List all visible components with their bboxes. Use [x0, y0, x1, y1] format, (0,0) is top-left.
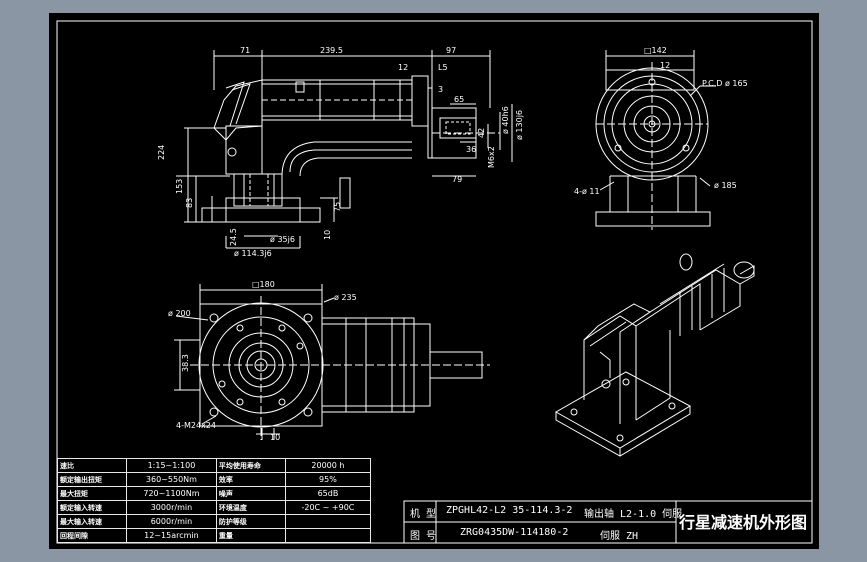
spec-value: -20C ~ +90C: [284, 500, 372, 515]
spec-value: [284, 528, 372, 543]
dim-65: 65: [454, 95, 464, 104]
label-model: 机 型: [410, 509, 437, 520]
dim-box142: □142: [644, 46, 667, 55]
spec-key: 最大扭矩: [56, 486, 128, 501]
dim-153: 153: [175, 179, 184, 194]
dim-pcd: P.C.D ø 165: [702, 79, 748, 88]
dim-phi35: ø 35j6: [270, 235, 295, 244]
dim-38-3: 38.3: [181, 354, 190, 372]
front-view: [176, 50, 513, 249]
spec-key: 重量: [215, 528, 286, 543]
top-view: [174, 284, 490, 440]
spec-key: 回程间隙: [56, 528, 128, 543]
dim-phi114: ø 114.3j6: [234, 249, 272, 258]
spec-key: 噪声: [215, 486, 286, 501]
spec-value: [284, 514, 372, 529]
dim-71: 71: [240, 46, 250, 55]
drawing-title: 行星减速机外形图: [679, 513, 808, 532]
dim-phi200: ø 200: [168, 309, 191, 318]
spec-key: 防护等级: [215, 514, 286, 529]
spec-value: 1:15~1:100: [126, 458, 217, 473]
title-block-lines: [403, 500, 813, 544]
dim-15: L5: [438, 63, 448, 72]
spec-key: 环境温度: [215, 500, 286, 515]
dim-75: 75: [333, 202, 342, 212]
dim-239-5: 239.5: [320, 46, 343, 55]
dim-12: 12: [398, 63, 408, 72]
spec-value: 3000r/min: [126, 500, 217, 515]
dim-36: 36: [466, 145, 476, 154]
dim-phi130: ø 130j6: [515, 110, 524, 140]
dim-3: 3: [438, 85, 443, 94]
spec-value: 720~1100Nm: [126, 486, 217, 501]
spec-value: 95%: [284, 472, 372, 487]
model-top-suffix: 输出轴 L2-1.0 伺服: [584, 509, 683, 520]
spec-key: 效率: [215, 472, 286, 487]
isometric-view: [554, 253, 755, 457]
spec-key: 速比: [56, 458, 128, 473]
dim-phi40: ø 40h6: [501, 106, 510, 134]
side-view: [595, 50, 716, 230]
dim-m6x2: M6x2: [487, 146, 496, 168]
spec-value: 12~15arcmin: [126, 528, 217, 543]
dim-79: 79: [452, 175, 462, 184]
dim-12b: 12: [660, 61, 670, 70]
model-bottom-suffix: 伺服 ZH: [600, 531, 639, 542]
title-block: 机 型 图 号 ZPGHL42-L2 35-114.3-2 输出轴 L2-1.0…: [404, 501, 812, 543]
spec-value: 20000 h: [284, 458, 372, 473]
dim-phi235: ø 235: [334, 293, 357, 302]
dim-m24: 4-M24x24: [176, 421, 216, 430]
dim-224: 224: [157, 145, 166, 160]
spec-key: 额定输入转速: [56, 500, 128, 515]
dim-42: 42: [477, 128, 486, 138]
dim-97: 97: [446, 46, 456, 55]
dim-4-holes: 4-ø 11: [574, 187, 600, 196]
dim-box180: □180: [252, 280, 275, 289]
dim-24-5: 24.5: [229, 228, 238, 246]
dim-10: 10: [323, 230, 332, 240]
spec-key: 最大输入转速: [56, 514, 128, 529]
spec-key: 额定输出扭矩: [56, 472, 128, 487]
model-bottom: ZRG0435DW-114180-2: [460, 527, 569, 538]
dim-phi185: ø 185: [714, 181, 737, 190]
dim-83: 83: [185, 198, 194, 208]
spec-key: 平均使用寿命: [215, 458, 286, 473]
spec-value: 65dB: [284, 486, 372, 501]
dim-10b: 10: [270, 433, 280, 442]
model-top: ZPGHL42-L2 35-114.3-2: [446, 505, 573, 516]
spec-value: 360~550Nm: [126, 472, 217, 487]
label-drawing-no: 图 号: [410, 531, 437, 542]
spec-value: 6000r/min: [126, 514, 217, 529]
